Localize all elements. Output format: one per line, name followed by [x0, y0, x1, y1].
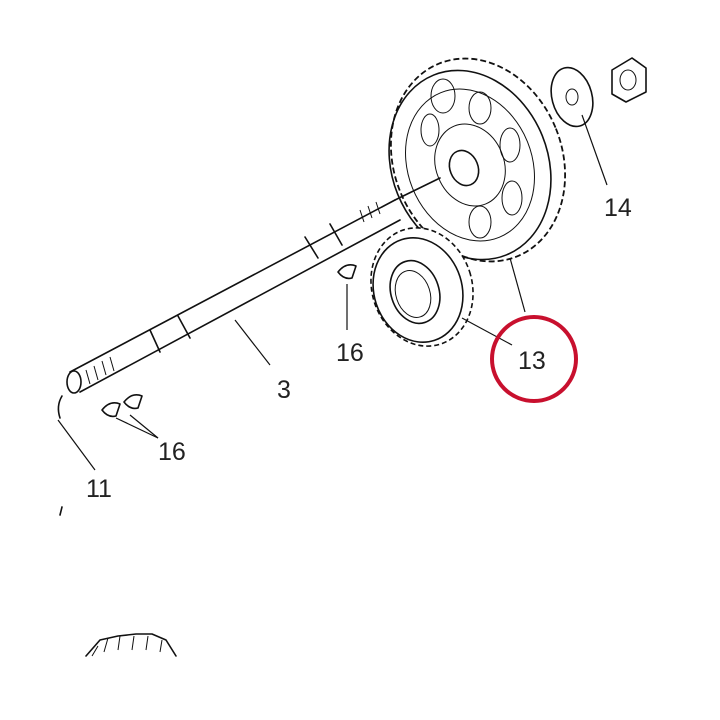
callout-gear: 13 [518, 347, 546, 375]
circlip [57, 395, 63, 516]
callout-key-upper: 16 [336, 339, 364, 367]
callout-key-lower: 16 [158, 438, 186, 466]
partial-lower-gear [85, 633, 177, 657]
key-upper [337, 264, 357, 280]
leader-lines [57, 114, 608, 471]
nut [611, 57, 647, 103]
callout-circlip: 11 [86, 475, 112, 503]
shaft [66, 177, 441, 394]
small-gear [370, 227, 474, 347]
callout-washer: 14 [604, 194, 632, 222]
callout-shaft: 3 [277, 376, 291, 404]
washer [550, 66, 594, 128]
highlight-circle [490, 315, 578, 403]
large-gear [388, 57, 566, 263]
key-lower [101, 394, 143, 418]
